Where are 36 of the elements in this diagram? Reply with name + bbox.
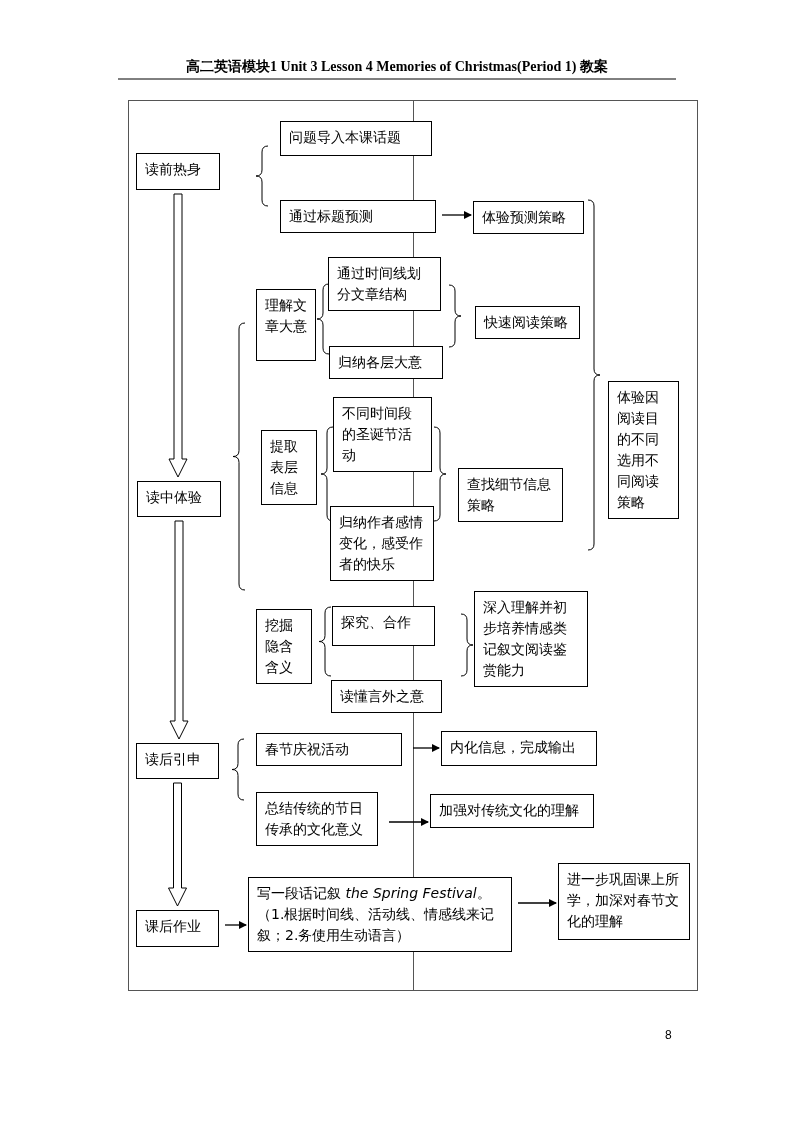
process-box: 快速阅读策略: [475, 306, 580, 339]
process-box: 读懂言外之意: [331, 680, 442, 713]
process-box: 归纳各层大意: [329, 346, 443, 379]
arrow: [441, 211, 472, 219]
process-box: 进一步巩固课上所学，加深对春节文化的理解: [558, 863, 690, 940]
page-number: 8: [665, 1028, 672, 1042]
process-box: 挖掘隐含含义: [256, 609, 312, 684]
arrow: [388, 818, 429, 826]
process-box: 总结传统的节日传承的文化意义: [256, 792, 378, 846]
process-box: 提取表层信息: [261, 430, 317, 505]
process-box: 体验预测策略: [473, 201, 584, 234]
process-box: 问题导入本课话题: [280, 121, 432, 156]
process-box: 深入理解并初步培养情感类记叙文阅读鉴赏能力: [474, 591, 588, 687]
arrow: [412, 744, 440, 752]
arrow: [517, 899, 557, 907]
process-box: 通过标题预测: [280, 200, 436, 233]
process-box: 内化信息，完成输出: [441, 731, 597, 766]
process-box: 读前热身: [136, 153, 220, 190]
process-box: 通过时间线划分文章结构: [328, 257, 441, 311]
process-box: 理解文章大意: [256, 289, 316, 361]
process-box: 探究、合作: [332, 606, 435, 646]
process-box: 课后作业: [136, 910, 219, 947]
arrow: [224, 921, 247, 929]
process-box: 不同时间段的圣诞节活动: [333, 397, 432, 472]
process-box: 查找细节信息策略: [458, 468, 563, 522]
page-title: 高二英语模块1 Unit 3 Lesson 4 Memories of Christmas(Period 1) 教案: [185, 58, 609, 76]
hollow-arrow: [168, 782, 187, 907]
process-box: 读中体验: [137, 481, 221, 517]
process-box: 读后引申: [136, 743, 219, 779]
process-box: 写一段话记叙 the Spring Festival。（1.根据时间线、活动线、情感线来记叙；2.务使用生动语言）: [248, 877, 512, 952]
process-box: 体验因阅读目的不同选用不同阅读策略: [608, 381, 679, 519]
hollow-arrow: [169, 520, 189, 740]
hollow-arrow: [168, 193, 188, 478]
process-box: 春节庆祝活动: [256, 733, 402, 766]
process-box: 归纳作者感情变化，感受作者的快乐: [330, 506, 434, 581]
process-box: 加强对传统文化的理解: [430, 794, 594, 828]
